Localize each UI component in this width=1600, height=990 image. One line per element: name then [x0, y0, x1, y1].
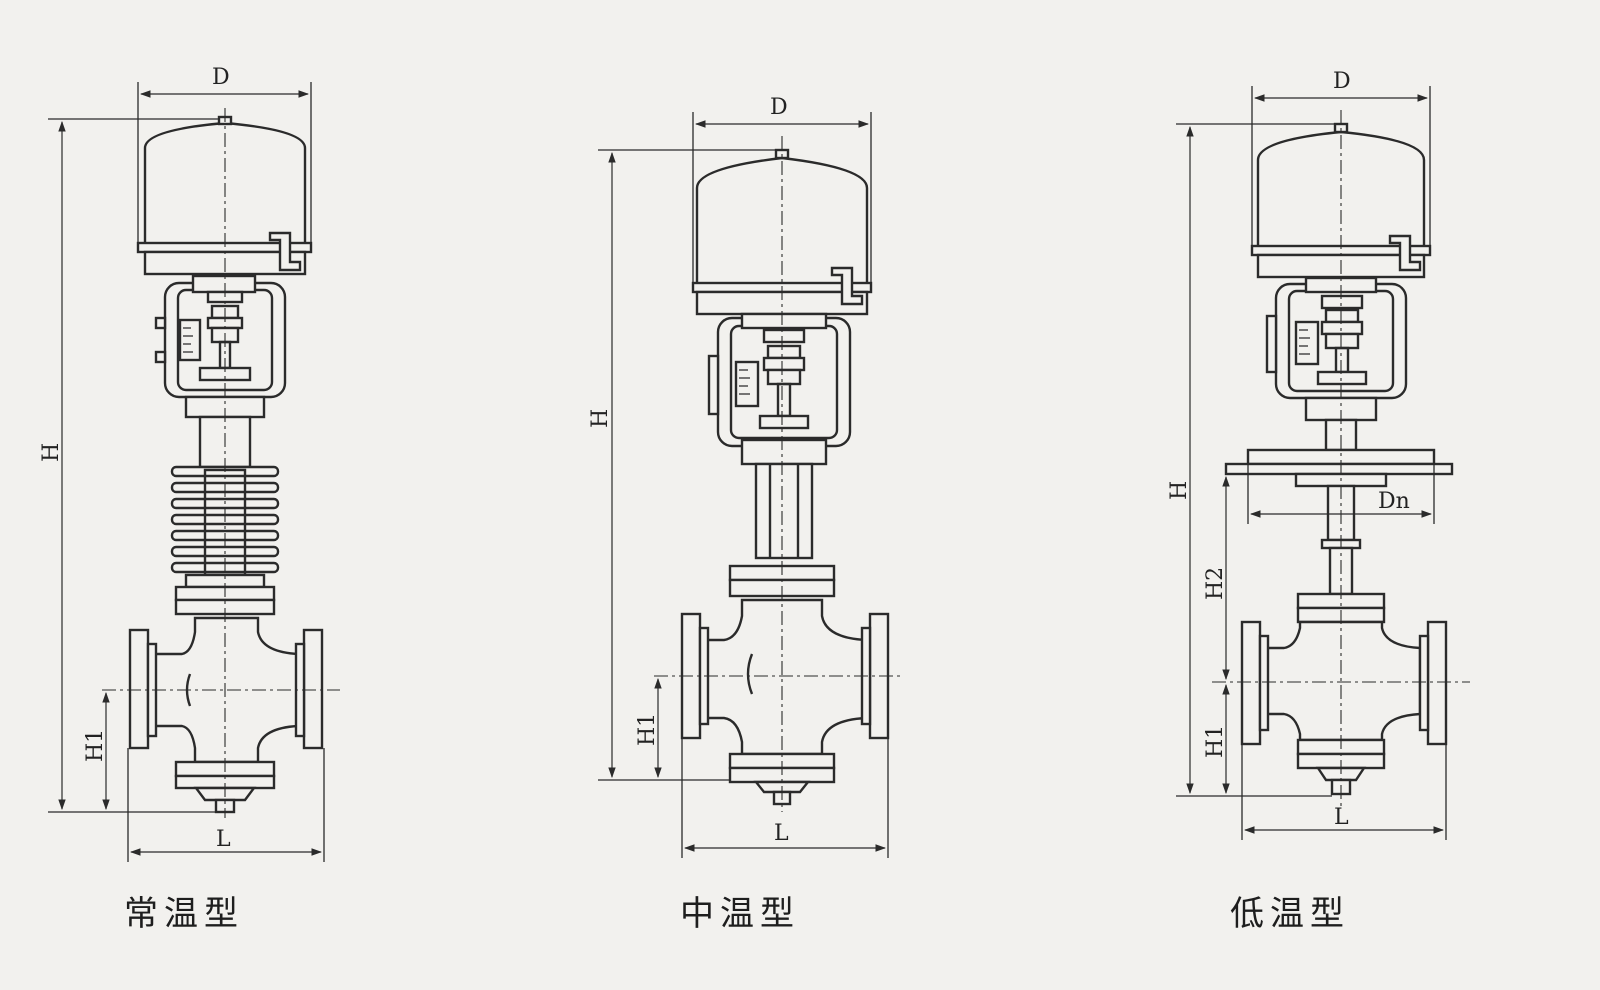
dim-label-h1: H1 [635, 713, 660, 746]
dim-label-h: H [588, 409, 613, 428]
dim-label-h1: H1 [1203, 725, 1228, 758]
dim-label-h2: H2 [1203, 567, 1228, 600]
valve-low-temperature: D H H2 H1 Dn L [1167, 69, 1470, 840]
valve-medium-temperature: D H H1 L [588, 95, 902, 858]
dim-label-h1: H1 [83, 729, 108, 762]
dim-label-l: L [1334, 805, 1349, 830]
dim-label-d: D [770, 95, 788, 120]
dim-label-l: L [216, 827, 231, 852]
dim-label-l: L [774, 821, 789, 846]
dim-label-h: H [1167, 481, 1192, 500]
dim-label-d: D [1333, 69, 1351, 94]
valve-standard-temperature: D H H1 L [39, 65, 340, 862]
caption-medium-temperature: 中温型 [680, 894, 800, 934]
caption-low-temperature: 低温型 [1230, 894, 1350, 934]
dim-label-dn: Dn [1378, 489, 1410, 514]
dim-label-d: D [212, 65, 230, 90]
dim-label-h: H [39, 443, 64, 462]
caption-standard-temperature: 常温型 [124, 894, 244, 934]
